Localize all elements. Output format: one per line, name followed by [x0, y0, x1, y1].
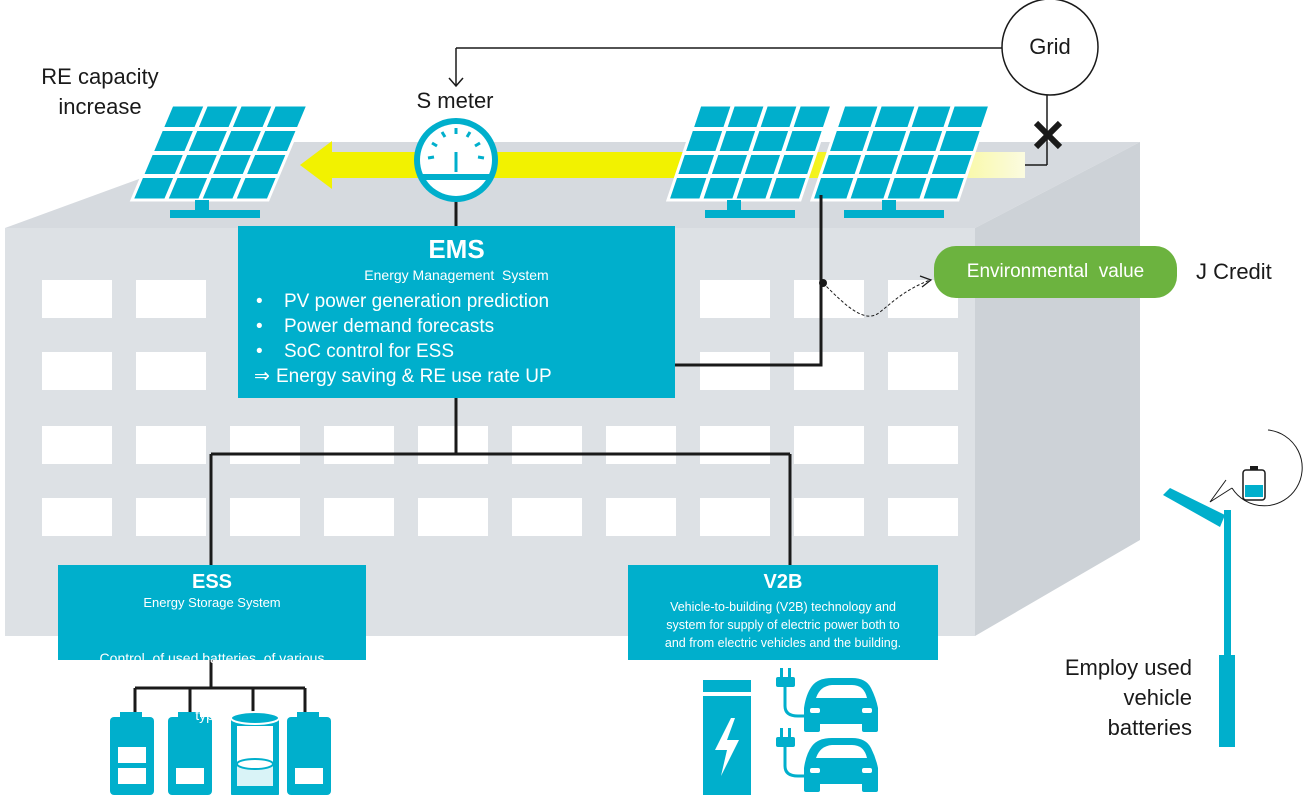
- window: [136, 280, 206, 318]
- ess-description: Control of used batteries of various typ…: [58, 611, 366, 763]
- window: [42, 426, 112, 464]
- disconnect-x-icon: [1033, 120, 1063, 150]
- charging-station-icon: [703, 680, 751, 795]
- battery-icon: [168, 712, 212, 795]
- solar-panel-right: [809, 103, 993, 218]
- window: [794, 352, 864, 390]
- grid-label: Grid: [1029, 34, 1071, 59]
- ems-feature-text: Power demand forecasts: [284, 316, 495, 337]
- solar-panel-left: [129, 103, 311, 218]
- employ-line-2: vehicle: [1123, 685, 1192, 710]
- window: [324, 426, 394, 464]
- window: [794, 498, 864, 536]
- window: [512, 498, 582, 536]
- ems-feature-item: • SoC control for ESS: [256, 339, 675, 364]
- s-meter-label: S meter: [416, 88, 494, 113]
- ems-subtitle: Energy Management System: [364, 267, 549, 283]
- re-capacity-line-2: increase: [58, 94, 142, 119]
- window: [136, 498, 206, 536]
- s-meter-gauge-icon: [414, 118, 498, 228]
- re-capacity-label: RE capacity increase: [20, 62, 180, 122]
- window: [136, 426, 206, 464]
- window: [136, 352, 206, 390]
- ems-feature-list: • PV power generation prediction • Power d…: [238, 289, 675, 389]
- battery-icon: [287, 712, 331, 795]
- building-windows: [42, 280, 958, 536]
- window: [700, 498, 770, 536]
- window: [700, 280, 770, 318]
- grid-circle: [1001, 0, 1099, 96]
- window: [888, 426, 958, 464]
- window: [42, 352, 112, 390]
- ems-feature-text: PV power generation prediction: [284, 291, 550, 312]
- result-arrow: ⇒: [254, 366, 270, 387]
- employ-line-1: Employ used: [1064, 655, 1192, 680]
- lamp-battery-bubble: [1209, 429, 1303, 507]
- window: [794, 280, 864, 318]
- window: [324, 498, 394, 536]
- solar-panel-middle: [665, 103, 835, 218]
- ess-desc-line: Control of used batteries of various: [99, 650, 325, 666]
- ess-subtitle: Energy Storage System: [143, 595, 281, 610]
- window: [606, 498, 676, 536]
- ems-result-item: ⇒ Energy saving & RE use rate UP: [254, 364, 675, 389]
- electric-car-icon: [776, 668, 878, 732]
- v2b-title: V2B: [763, 571, 803, 593]
- street-lamp-icon: [1163, 488, 1235, 747]
- dashed-arrowhead: [919, 275, 933, 288]
- window: [42, 498, 112, 536]
- grid-connection: [448, 47, 1048, 166]
- j-credit-label: J Credit: [1196, 259, 1272, 284]
- v2b-box: V2B Vehicle-to-building (V2B) technology…: [628, 565, 938, 660]
- window: [700, 426, 770, 464]
- window: [512, 426, 582, 464]
- environmental-value-badge: Environmental value: [934, 246, 1177, 298]
- window: [700, 352, 770, 390]
- v2b-description: Vehicle-to-building (V2B) technology and…: [628, 594, 938, 652]
- window: [418, 426, 488, 464]
- ems-box: EMS Energy Management System • PV power g…: [238, 226, 675, 398]
- ems-title: EMS: [428, 234, 485, 264]
- ess-title: ESS: [191, 571, 233, 593]
- bullet: •: [256, 316, 263, 337]
- battery-icon: [110, 712, 154, 795]
- ems-feature-item: • Power demand forecasts: [256, 314, 675, 339]
- window: [888, 352, 958, 390]
- electric-car-icon: [776, 728, 878, 792]
- window: [230, 426, 300, 464]
- cylindrical-battery-icon: [230, 711, 280, 795]
- bullet: •: [256, 291, 263, 312]
- window: [230, 498, 300, 536]
- ems-result-text: Energy saving & RE use rate UP: [276, 366, 552, 387]
- bullet: •: [256, 341, 263, 362]
- window: [606, 426, 676, 464]
- used-batteries-icons: [110, 711, 331, 795]
- ems-feature-text: SoC control for ESS: [284, 341, 455, 362]
- environmental-value-dashed-arrow: [822, 279, 931, 317]
- employ-batteries-label: Employ used vehicle batteries: [1030, 653, 1192, 743]
- window: [888, 498, 958, 536]
- window: [794, 426, 864, 464]
- window: [418, 498, 488, 536]
- employ-line-3: batteries: [1107, 715, 1192, 740]
- v2b-desc-line: and from electric vehicles and the build…: [664, 636, 902, 650]
- ems-feature-item: • PV power generation prediction: [256, 289, 675, 314]
- v2b-desc-line: system for supply of electric power both…: [666, 618, 900, 632]
- ess-box: ESS Energy Storage System Control of use…: [58, 565, 366, 723]
- re-capacity-line-1: RE capacity: [41, 64, 159, 89]
- v2b-desc-line: Vehicle-to-building (V2B) technology and: [670, 600, 896, 614]
- connection-lines: [133, 195, 823, 712]
- ess-desc-line: types: [195, 707, 229, 723]
- window: [42, 280, 112, 318]
